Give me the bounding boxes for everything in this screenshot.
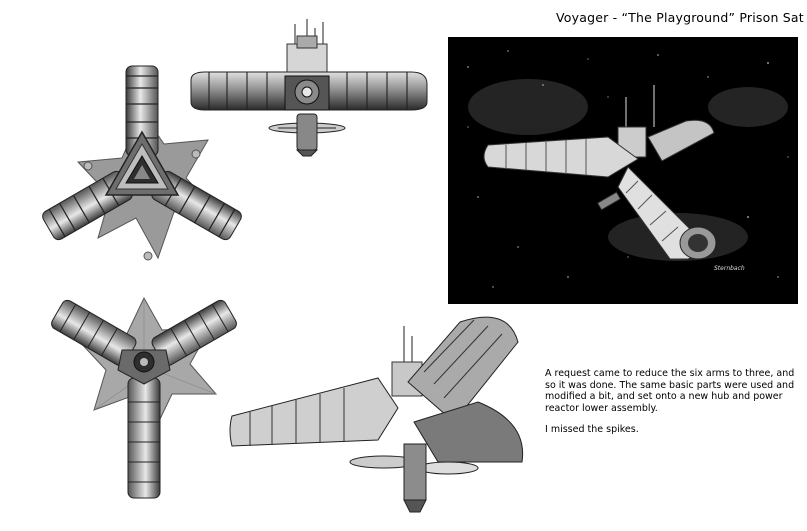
artist-signature: Sternbach bbox=[714, 265, 745, 272]
satellite-render bbox=[467, 50, 789, 288]
satellite-bottom-view bbox=[51, 296, 237, 499]
description-text: A request came to reduce the six arms to… bbox=[545, 368, 797, 446]
rendered-starfield-view: Sternbach bbox=[448, 37, 798, 304]
satellite-side-view bbox=[190, 19, 428, 157]
description-paragraph: A request came to reduce the six arms to… bbox=[545, 368, 795, 414]
page-title: Voyager - “The Playground” Prison Sat bbox=[556, 10, 804, 25]
satellite-perspective-view bbox=[229, 316, 524, 513]
satellite-top-view bbox=[42, 65, 242, 261]
description-paragraph: I missed the spikes. bbox=[545, 424, 639, 436]
